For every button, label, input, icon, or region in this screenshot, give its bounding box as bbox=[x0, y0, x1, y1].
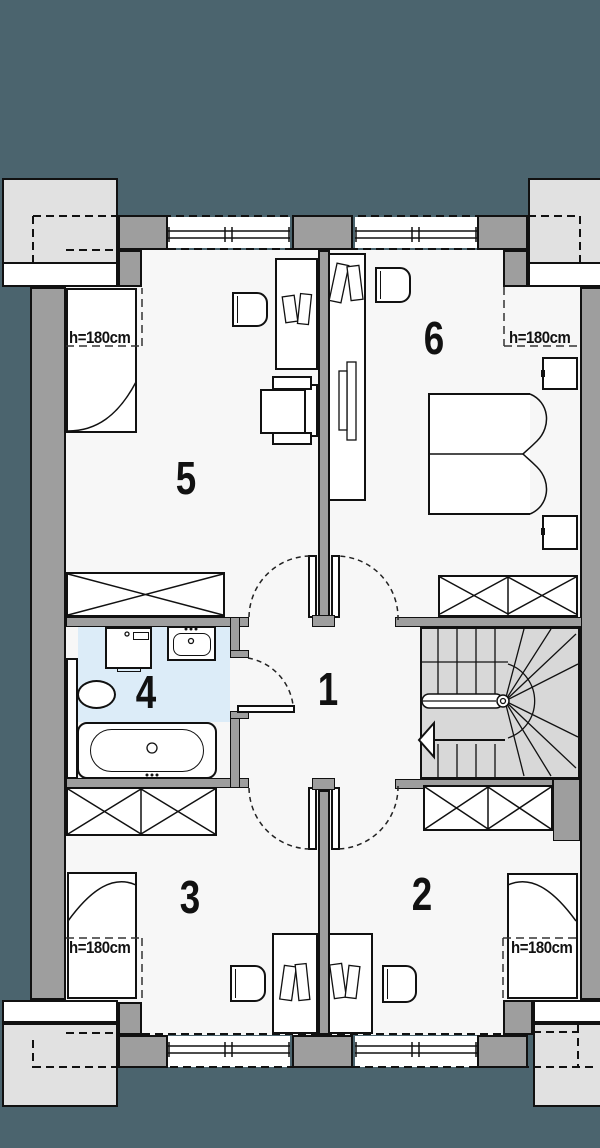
bottom-wall-pier bbox=[477, 1035, 528, 1068]
room-label-3: 3 bbox=[179, 871, 201, 923]
top-wall-pier bbox=[477, 215, 528, 250]
chimney-block bbox=[528, 178, 600, 264]
desk bbox=[328, 933, 373, 1034]
window bbox=[168, 1036, 290, 1067]
door-leaf bbox=[331, 555, 340, 618]
door-leaf bbox=[308, 787, 317, 850]
room-label-5: 5 bbox=[175, 452, 197, 504]
corner-wall-chunk bbox=[118, 1002, 142, 1035]
corner-wall-chunk bbox=[503, 250, 528, 287]
sink-basin bbox=[173, 633, 211, 656]
office-chair-seat bbox=[260, 389, 306, 434]
bottom-wall-pier bbox=[292, 1035, 353, 1068]
room-label-6: 6 bbox=[423, 312, 445, 364]
wardrobe bbox=[66, 572, 225, 617]
bathroom-top-wall bbox=[66, 617, 249, 627]
ceiling-height-label: h=180cm bbox=[509, 328, 571, 347]
gable-window-strip bbox=[2, 1000, 118, 1023]
corner-wall-chunk bbox=[503, 1000, 533, 1035]
bathtub-basin bbox=[90, 729, 204, 772]
toilet bbox=[77, 680, 116, 709]
door-post bbox=[312, 778, 335, 790]
nightstand bbox=[542, 357, 578, 390]
right-exterior-wall bbox=[580, 287, 600, 1000]
left-exterior-wall bbox=[30, 287, 66, 1000]
office-chair-armrest bbox=[272, 376, 312, 390]
stairs-top-wall bbox=[395, 617, 582, 627]
chair bbox=[232, 292, 268, 327]
staircase bbox=[420, 627, 580, 779]
top-wall-pier bbox=[292, 215, 353, 250]
chair bbox=[382, 965, 417, 1003]
desk bbox=[275, 258, 318, 370]
door-jamb bbox=[230, 650, 249, 658]
nightstand bbox=[542, 515, 578, 550]
double-bed bbox=[428, 393, 530, 515]
door-leaf bbox=[237, 705, 295, 713]
ceiling-height-label: h=180cm bbox=[69, 328, 131, 347]
wardrobe bbox=[423, 785, 553, 831]
chimney-block bbox=[2, 1023, 118, 1107]
chimney-block bbox=[2, 178, 118, 264]
chair bbox=[230, 965, 266, 1002]
sink bbox=[167, 626, 216, 661]
door-leaf bbox=[331, 787, 340, 850]
single-bed bbox=[507, 873, 578, 999]
ceiling-height-label: h=180cm bbox=[511, 938, 573, 957]
chair-backrest bbox=[235, 969, 236, 998]
gable-window-strip bbox=[2, 262, 118, 287]
room-label-4: 4 bbox=[135, 666, 157, 718]
single-bed bbox=[66, 288, 137, 433]
chair bbox=[375, 267, 411, 303]
chair-backrest bbox=[380, 271, 381, 299]
window bbox=[355, 1036, 477, 1067]
chair-backrest bbox=[387, 969, 388, 999]
bottom-wall-pier bbox=[118, 1035, 168, 1068]
single-bed bbox=[67, 872, 137, 999]
ceiling-height-label: h=180cm bbox=[69, 938, 131, 957]
window bbox=[355, 217, 477, 248]
chair-backrest bbox=[237, 296, 238, 323]
bathroom-right-wall bbox=[230, 711, 240, 788]
chimney-block bbox=[533, 1023, 600, 1107]
door-leaf bbox=[308, 555, 317, 618]
room-label-1: 1 bbox=[317, 663, 339, 715]
top-wall-pier bbox=[118, 215, 168, 250]
wardrobe bbox=[66, 787, 217, 836]
gable-window-strip bbox=[528, 262, 600, 287]
desk bbox=[328, 253, 366, 501]
gable-window-strip bbox=[533, 1000, 600, 1023]
washing-machine bbox=[105, 627, 152, 672]
wardrobe bbox=[438, 575, 578, 617]
corner-wall-chunk bbox=[118, 250, 142, 287]
window bbox=[168, 217, 290, 248]
desk bbox=[272, 933, 318, 1034]
bathtub bbox=[77, 722, 217, 779]
detergent-drawer bbox=[133, 632, 149, 640]
wall-chunk bbox=[553, 779, 580, 841]
room-label-2: 2 bbox=[411, 868, 433, 920]
door-post bbox=[312, 615, 335, 627]
